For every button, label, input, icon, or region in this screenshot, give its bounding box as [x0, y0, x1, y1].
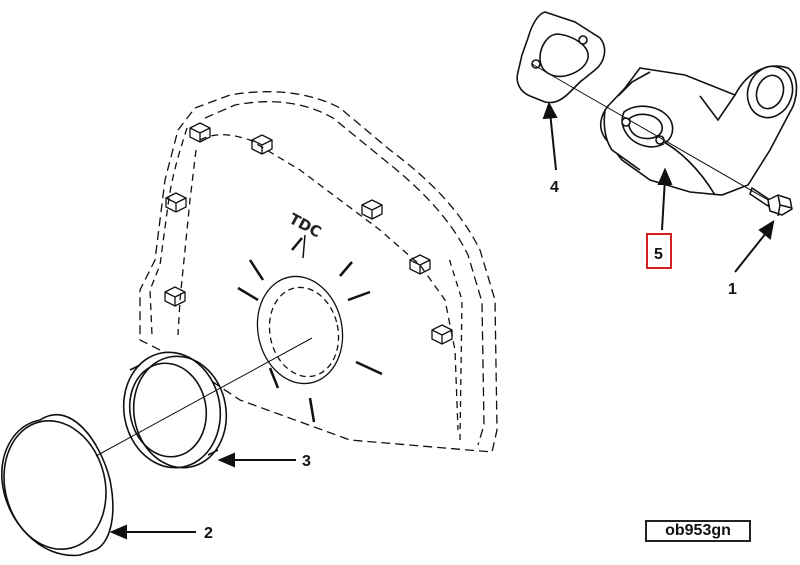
leader-arrow-4: [549, 111, 557, 171]
callout-4: 4: [550, 179, 559, 196]
callout-1: 1: [728, 281, 737, 298]
callout-5: 5: [654, 246, 663, 263]
flange-bolt: [749, 186, 793, 217]
cover-bolt: [409, 254, 431, 275]
cover-bolt: [431, 324, 453, 345]
figure-id-label: ob953gn: [645, 520, 751, 542]
leader-arrow-1: [734, 227, 771, 273]
cover-bolt: [251, 134, 273, 155]
callout-5-highlight-box: [646, 233, 672, 269]
water-outlet-elbow: [599, 65, 798, 196]
gear-housing-cover: [139, 91, 498, 453]
crankshaft-bore-inner: [268, 286, 340, 378]
bolt-centerline: [531, 63, 769, 201]
leader-lines: [109, 101, 775, 540]
cover-bolt: [165, 192, 187, 213]
callout-3: 3: [302, 453, 311, 470]
front-cover-cap: [1, 413, 114, 557]
tdc-pointer: [302, 234, 306, 259]
cover-bolt: [361, 199, 383, 220]
crankshaft-seal: [122, 351, 228, 469]
timing-marks: [237, 237, 383, 423]
assembly-centerline: [95, 337, 313, 457]
crankshaft-bore: [256, 275, 344, 385]
leader-arrow-5: [661, 177, 666, 231]
gasket: [516, 11, 606, 104]
cover-bolt: [189, 122, 211, 143]
callout-2: 2: [204, 525, 213, 542]
cover-bolt: [164, 286, 186, 307]
